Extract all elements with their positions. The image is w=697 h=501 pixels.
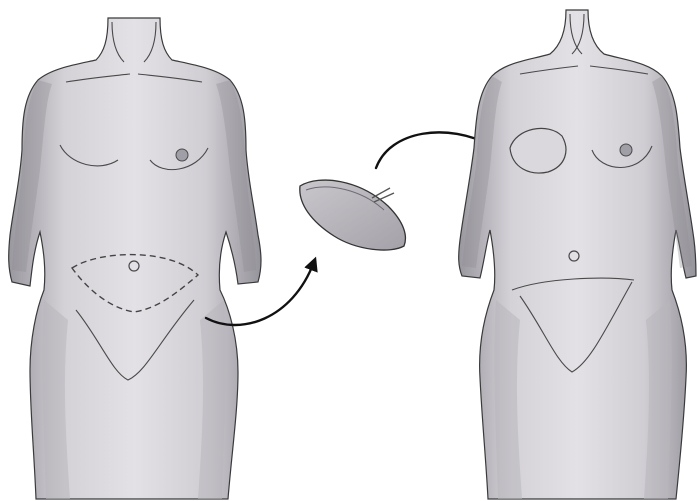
torso-after-figure — [459, 10, 696, 499]
torso-before-figure — [9, 18, 261, 499]
nipple-natural — [620, 144, 632, 156]
tissue-flap — [300, 180, 406, 250]
nipple-right — [176, 149, 188, 161]
flap-body — [300, 180, 406, 250]
